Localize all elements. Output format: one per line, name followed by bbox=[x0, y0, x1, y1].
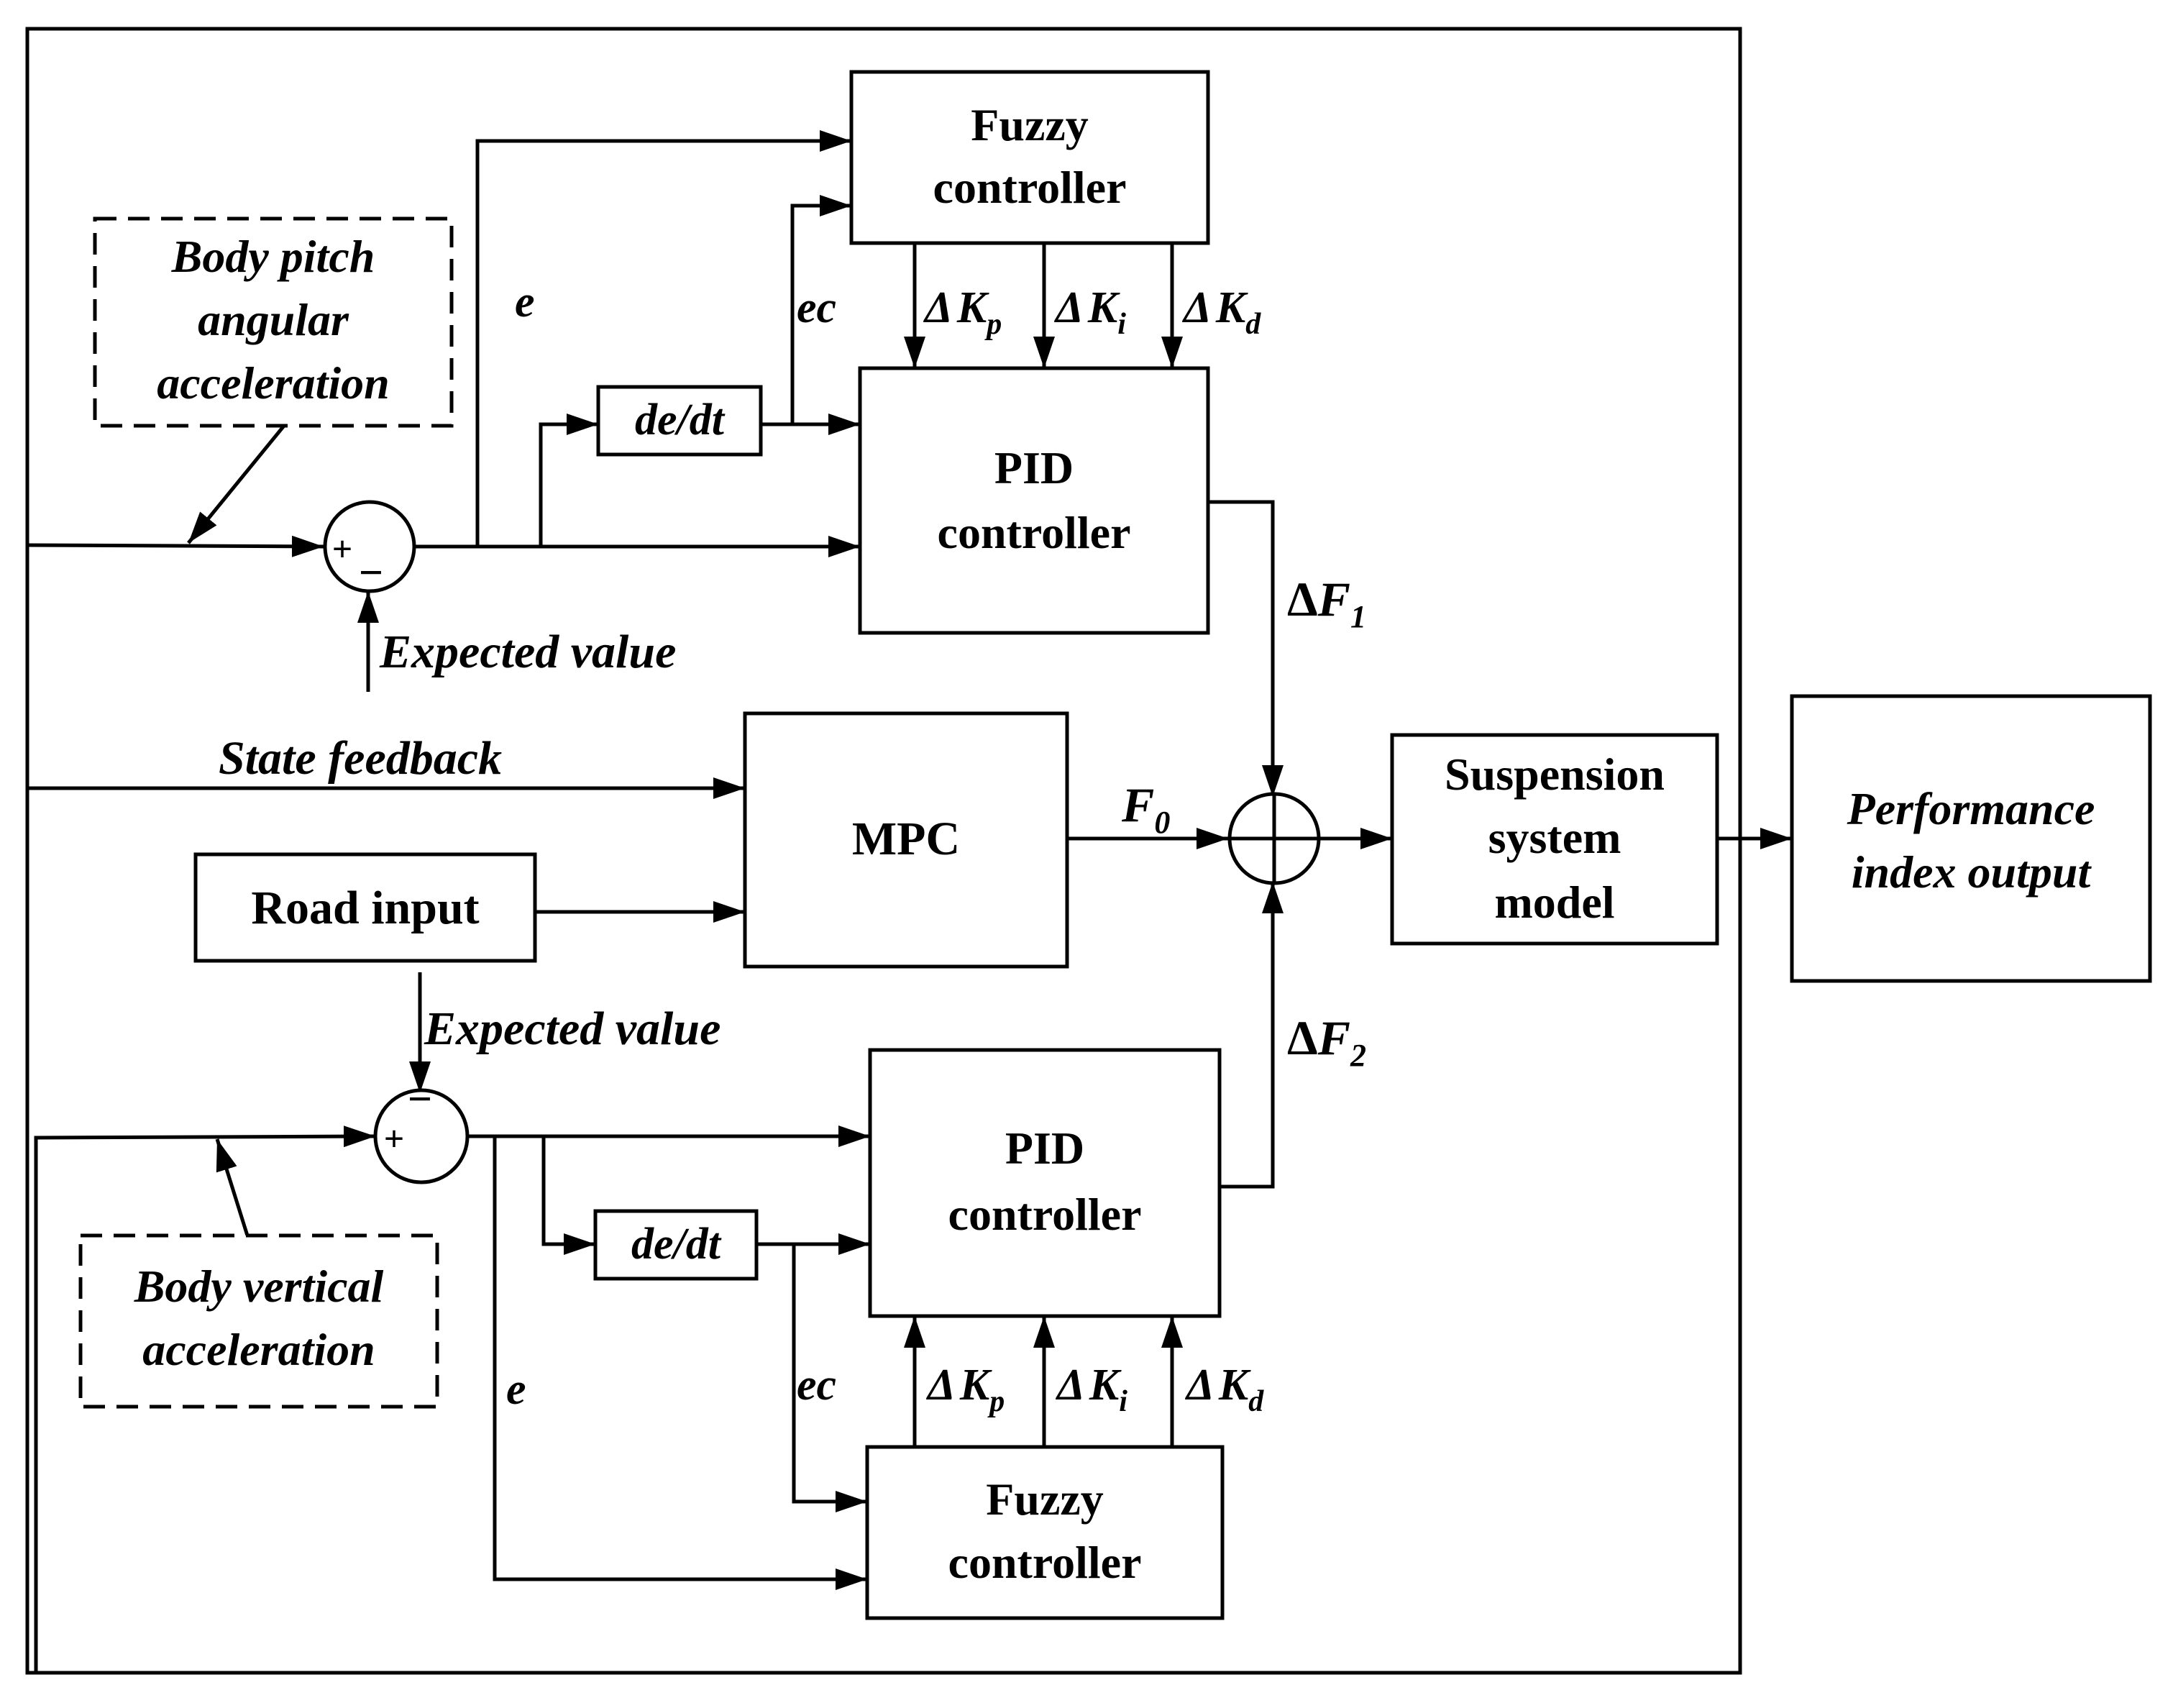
performance-output-block: Performance index output bbox=[1790, 694, 2152, 983]
delta-ki-label-bottom: ΔKi bbox=[1055, 1361, 1127, 1418]
delta-kp-label-bottom: ΔKp bbox=[925, 1361, 1005, 1418]
sum-junction-bottom: − + bbox=[373, 1075, 470, 1184]
e-label-bottom: e bbox=[506, 1365, 526, 1414]
pitch-line1: Body pitch bbox=[171, 231, 375, 282]
fuzzy-controller-top-block: Fuzzy controller bbox=[849, 70, 1210, 245]
delta-f1-label: ΔF1 bbox=[1287, 572, 1366, 634]
fuzzy-controller-bottom-block: Fuzzy controller bbox=[865, 1445, 1225, 1620]
sum-top-minus-sign: − bbox=[359, 549, 383, 596]
delta-ki-label-top: ΔKi bbox=[1053, 283, 1126, 341]
vertical-line1: Body vertical bbox=[134, 1261, 384, 1312]
sum-junction-main bbox=[1227, 792, 1321, 885]
pid-controller-bottom-block: PID controller bbox=[868, 1048, 1222, 1318]
vertical-line2: acceleration bbox=[142, 1324, 375, 1375]
e-label-top: e bbox=[515, 278, 535, 326]
fuzzy-bottom-line2: controller bbox=[948, 1537, 1142, 1588]
delta-kd-label-bottom: ΔKd bbox=[1184, 1361, 1264, 1418]
delta-kp-label-top: ΔKp bbox=[923, 283, 1002, 341]
pid-controller-top-block: PID controller bbox=[858, 366, 1210, 635]
derivative-top-block: de/dt bbox=[596, 385, 763, 457]
derivative-bottom-label: de/dt bbox=[631, 1220, 722, 1269]
fuzzy-top-line1: Fuzzy bbox=[971, 99, 1089, 150]
derivative-top-label: de/dt bbox=[635, 396, 726, 444]
connections bbox=[25, 130, 1792, 1673]
mpc-label: MPC bbox=[852, 813, 960, 865]
fuzzy-bottom-line1: Fuzzy bbox=[986, 1474, 1104, 1525]
pid-bottom-line2: controller bbox=[948, 1189, 1142, 1240]
pid-bottom-line1: PID bbox=[1005, 1123, 1084, 1174]
ec-label-top: ec bbox=[797, 283, 836, 332]
road-input-block: Road input bbox=[193, 852, 537, 963]
expected-value-label-bottom: Expected value bbox=[424, 1003, 720, 1055]
pid-top-line2: controller bbox=[938, 507, 1131, 558]
sum-bottom-minus-sign: − bbox=[408, 1075, 432, 1123]
suspension-model-block: Suspension system model bbox=[1390, 733, 1719, 946]
derivative-bottom-block: de/dt bbox=[593, 1209, 759, 1281]
pitch-line2: angular bbox=[198, 294, 349, 345]
f0-label: F0 bbox=[1121, 777, 1170, 840]
performance-line1: Performance bbox=[1847, 783, 2095, 834]
delta-kd-label-top: ΔKd bbox=[1181, 283, 1261, 341]
sum-junction-top: + − bbox=[323, 500, 416, 596]
state-feedback-label: State feedback bbox=[219, 732, 502, 785]
body-vertical-disturbance-block: Body vertical acceleration bbox=[78, 1233, 439, 1409]
suspension-line3: model bbox=[1494, 877, 1614, 928]
pid-top-line1: PID bbox=[994, 442, 1074, 493]
suspension-line2: system bbox=[1488, 812, 1621, 863]
mpc-block: MPC bbox=[743, 711, 1069, 969]
body-pitch-disturbance-block: Body pitch angular acceleration bbox=[93, 216, 454, 428]
ec-label-bottom: ec bbox=[797, 1361, 836, 1410]
delta-f2-label: ΔF2 bbox=[1287, 1010, 1366, 1073]
outer-frame bbox=[25, 27, 1742, 1675]
suspension-line1: Suspension bbox=[1445, 749, 1665, 800]
fuzzy-top-line2: controller bbox=[933, 162, 1127, 213]
expected-value-label-top: Expected value bbox=[379, 626, 676, 678]
performance-line2: index output bbox=[1852, 846, 2092, 898]
pitch-line3: acceleration bbox=[157, 357, 389, 408]
sum-top-plus-sign: + bbox=[332, 529, 353, 569]
road-input-label: Road input bbox=[251, 882, 479, 934]
sum-bottom-plus-sign: + bbox=[384, 1118, 405, 1159]
